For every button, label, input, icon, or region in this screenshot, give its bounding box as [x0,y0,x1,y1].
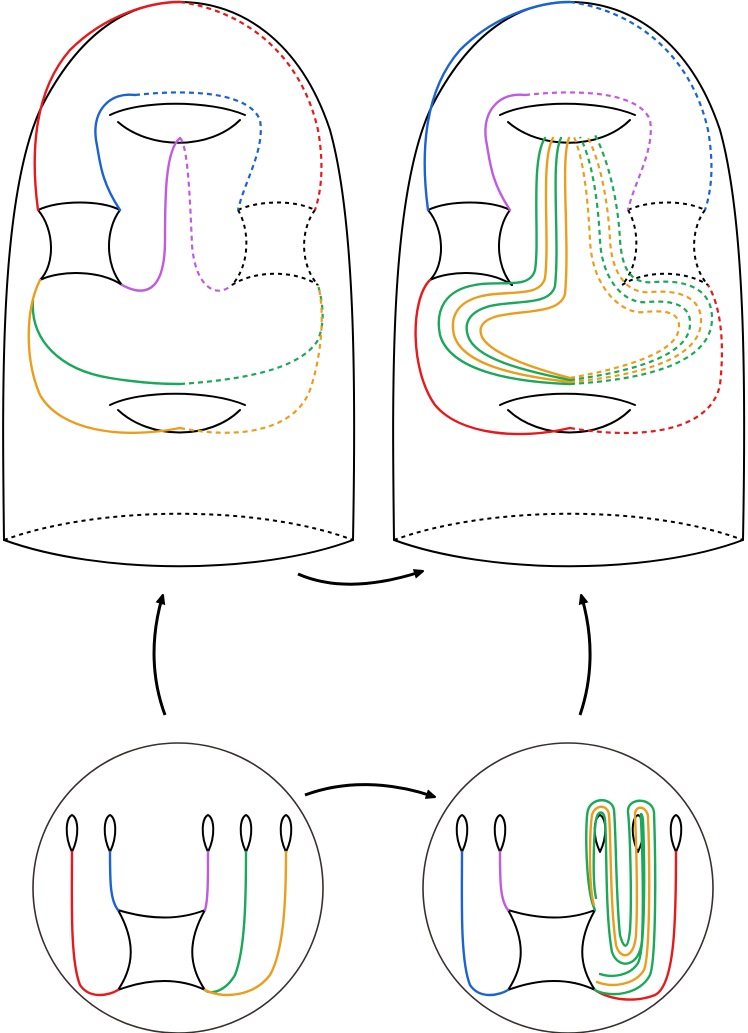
lower-hole [499,392,636,434]
purple-curve [120,136,182,292]
blue-curve [423,0,572,212]
surface-outline [392,1,746,541]
upper-hole [499,102,636,144]
orange-curve [27,278,182,434]
square-cell [117,909,206,991]
right-handle [231,201,319,286]
band-inner-green [592,811,646,977]
purple-arc [498,850,510,912]
surface-boundary-front [3,539,354,568]
upper-hole [109,102,246,144]
red-arc [593,850,678,1001]
purple-curve [484,93,527,212]
right-handle [621,201,709,286]
arrow-top [297,572,420,586]
green-curve [31,298,182,386]
surface-boundary-front [393,539,744,568]
purple-arc [203,850,210,912]
arrow-right-up [578,598,592,716]
orange-curve-back [179,284,323,434]
left-handle [37,201,123,286]
surface-before [2,0,356,568]
disk-after [422,742,714,1033]
arrow-bottom [304,783,432,796]
red-curve-back [179,0,323,211]
green-arc [203,850,248,994]
blue-arc [108,850,120,912]
green-curve-back [179,284,324,386]
boundary-loops [65,814,293,853]
lower-hole [109,392,246,434]
blue-curve [94,93,137,212]
surface-after [392,0,746,568]
red-curve [414,278,572,436]
band-orange-2 [479,136,681,380]
purple-curve-back [179,137,233,292]
disk-outline [422,742,714,1033]
band-orange-1 [451,135,703,384]
square-cell [507,909,596,991]
surface-boundary-back [3,512,354,541]
blue-curve-back [134,91,262,211]
disk-before [32,742,324,1033]
red-curve-back [569,284,724,435]
blue-arc [460,850,510,997]
disk-outline [32,742,324,1033]
surface-outline [2,1,356,541]
band-inner-green [465,136,692,382]
band-outer-green [585,799,657,996]
left-handle [427,201,513,286]
blue-curve-back [569,0,713,211]
red-curve [33,0,182,212]
arrow-left-up [152,598,167,716]
band-outer-green [437,134,714,386]
orange-arc [203,850,288,997]
purple-curve-back [524,91,652,211]
red-arc [70,850,120,997]
surface-boundary-back [393,512,744,541]
band-orange-1 [588,805,651,986]
